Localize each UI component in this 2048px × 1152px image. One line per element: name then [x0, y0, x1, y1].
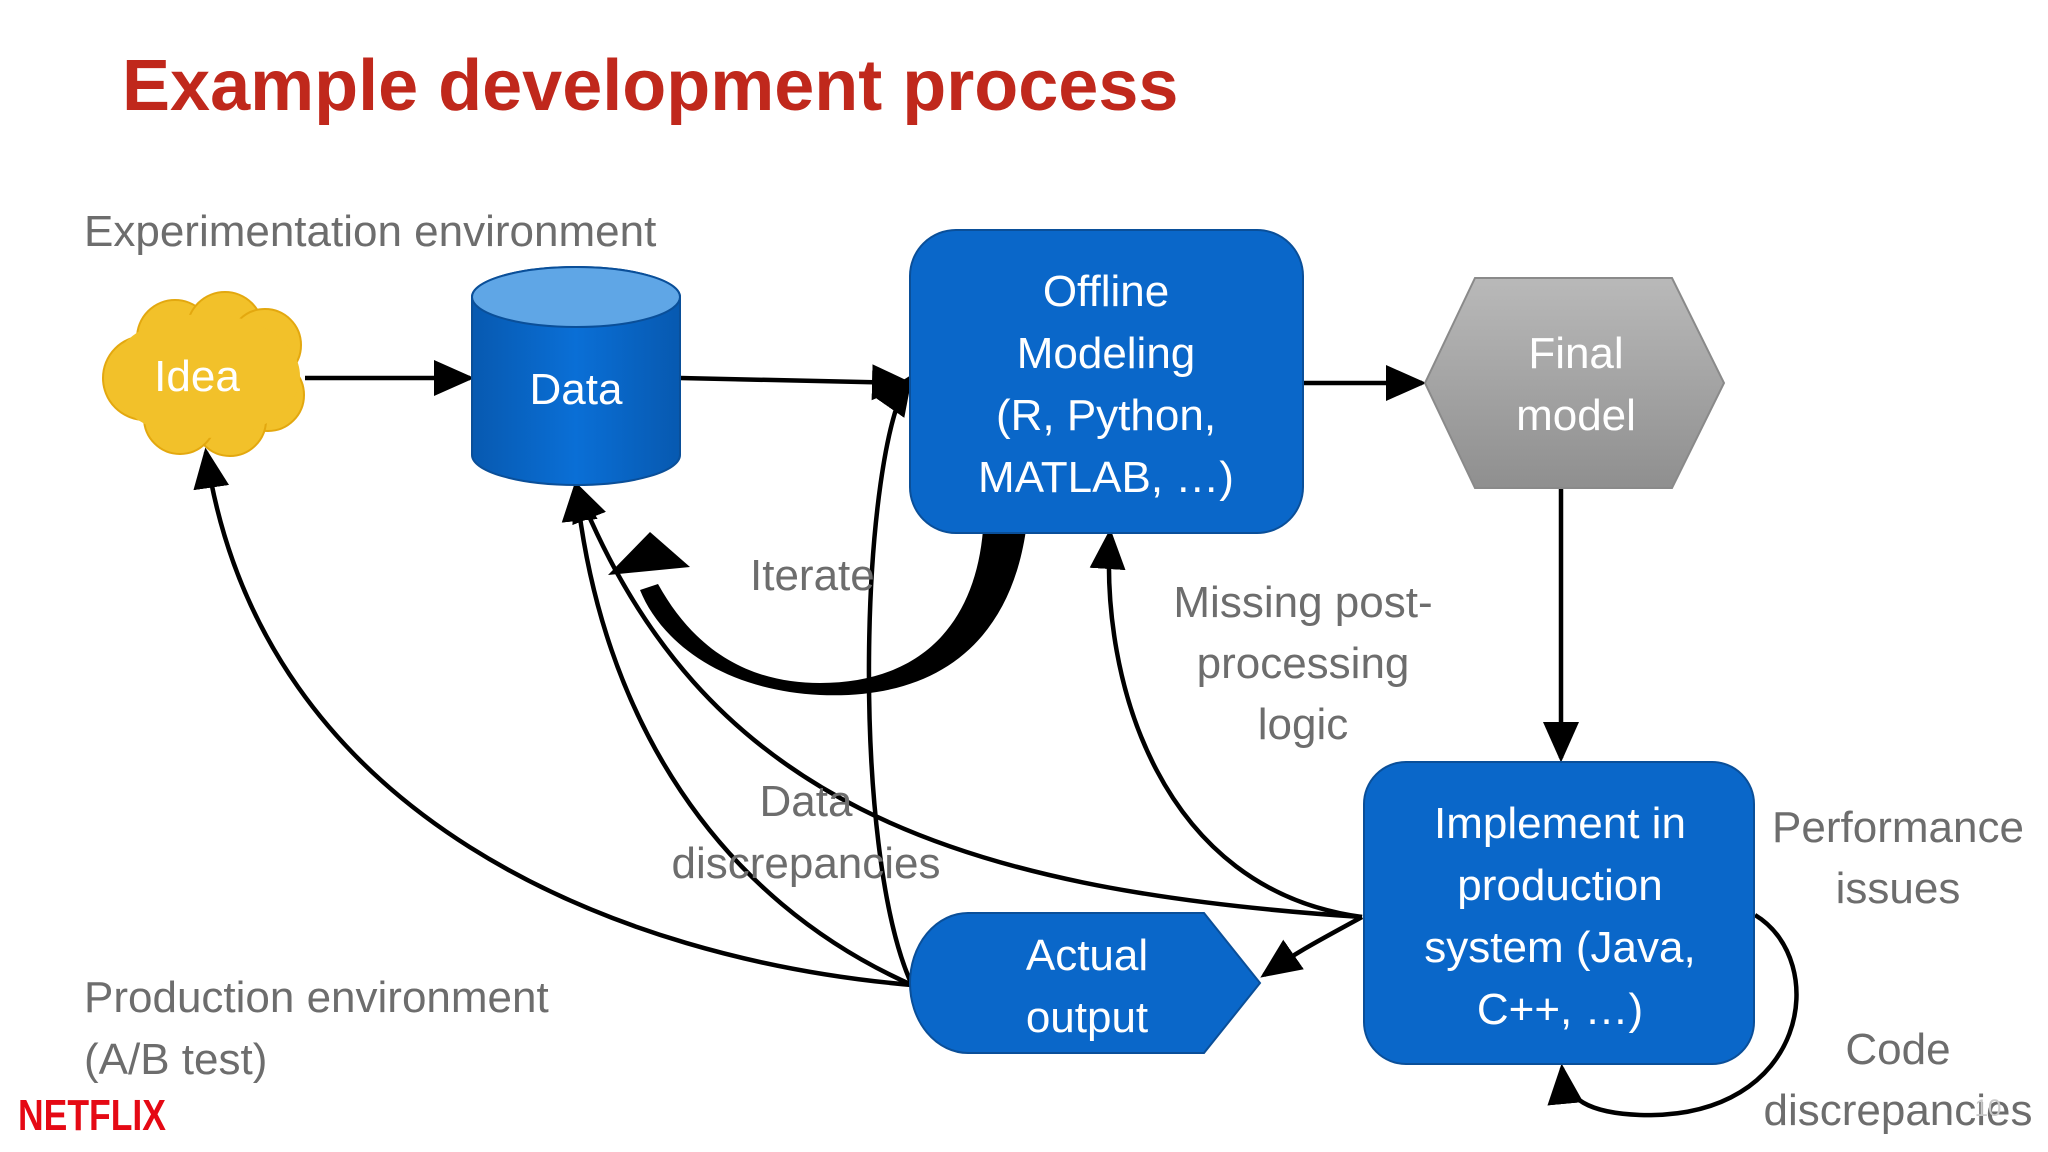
offline-modeling-box [909, 229, 1304, 534]
page-number: 10 [1975, 1095, 2002, 1122]
data-discrepancies-line-1: Data [760, 777, 853, 826]
edge-implement-to-actual [1260, 915, 1364, 978]
offline-line-3: (R, Python, [996, 391, 1216, 440]
production-label-1: Production environment [84, 973, 549, 1022]
performance-line-1: Performance [1772, 803, 2024, 852]
iterate-arrow-body [640, 530, 1026, 696]
offline-modeling-node[interactable]: Offline Modeling (R, Python, MATLAB, …) [909, 229, 1304, 534]
netflix-logo: NETFLIX [18, 1091, 166, 1140]
production-label-2: (A/B test) [84, 1035, 267, 1084]
final-model-node[interactable]: Final model [1423, 277, 1726, 489]
implement-line-1: Implement in [1434, 799, 1686, 848]
edges [193, 360, 1799, 1118]
idea-label: Idea [154, 352, 240, 401]
offline-line-2: Modeling [1017, 329, 1196, 378]
implement-line-3: system (Java, [1424, 923, 1695, 972]
hexagon-shape [1423, 277, 1726, 489]
final-line-1: Final [1528, 329, 1623, 378]
edge-actual-to-idea [193, 447, 913, 988]
iterate-arrow-head [608, 532, 690, 575]
code-discrepancies-line-2: discrepancies [1763, 1086, 2032, 1135]
code-discrepancies-line-1: Code [1845, 1025, 1950, 1074]
actual-line-2: output [1026, 993, 1148, 1042]
edge-implement-to-data [572, 480, 1363, 920]
slide-title: Example development process [122, 46, 1178, 126]
edge-data-to-offline [679, 364, 913, 401]
edge-implement-to-offline [1089, 528, 1363, 920]
database-top [471, 266, 681, 328]
edge-actual-to-data-a [561, 480, 913, 988]
missing-line-2: processing [1197, 639, 1410, 688]
actual-line-1: Actual [1026, 931, 1148, 980]
implement-line-2: production [1457, 861, 1662, 910]
missing-line-3: logic [1258, 700, 1349, 749]
edge-actual-to-offline [866, 374, 915, 986]
data-discrepancies-line-2: discrepancies [671, 839, 940, 888]
cloud-icon [102, 291, 305, 457]
data-node[interactable]: Data [471, 266, 681, 486]
edge-code-discrepancies-loop [1547, 913, 1799, 1118]
performance-line-2: issues [1836, 864, 1961, 913]
implement-node[interactable]: Implement in production system (Java, C+… [1363, 761, 1755, 1065]
iterate-label: Iterate [750, 551, 875, 600]
final-line-2: model [1516, 391, 1636, 440]
data-label: Data [530, 365, 623, 414]
iterate-arrow [608, 530, 1026, 696]
offline-line-4: MATLAB, …) [978, 453, 1234, 502]
actual-output-node[interactable]: Actual output [909, 912, 1262, 1054]
implement-line-4: C++, …) [1477, 985, 1643, 1034]
implement-box [1363, 761, 1755, 1065]
offline-line-1: Offline [1043, 267, 1169, 316]
missing-line-1: Missing post- [1173, 578, 1432, 627]
experimentation-label: Experimentation environment [84, 207, 656, 256]
actual-output-shape [909, 912, 1262, 1054]
idea-node[interactable]: Idea [102, 291, 305, 457]
